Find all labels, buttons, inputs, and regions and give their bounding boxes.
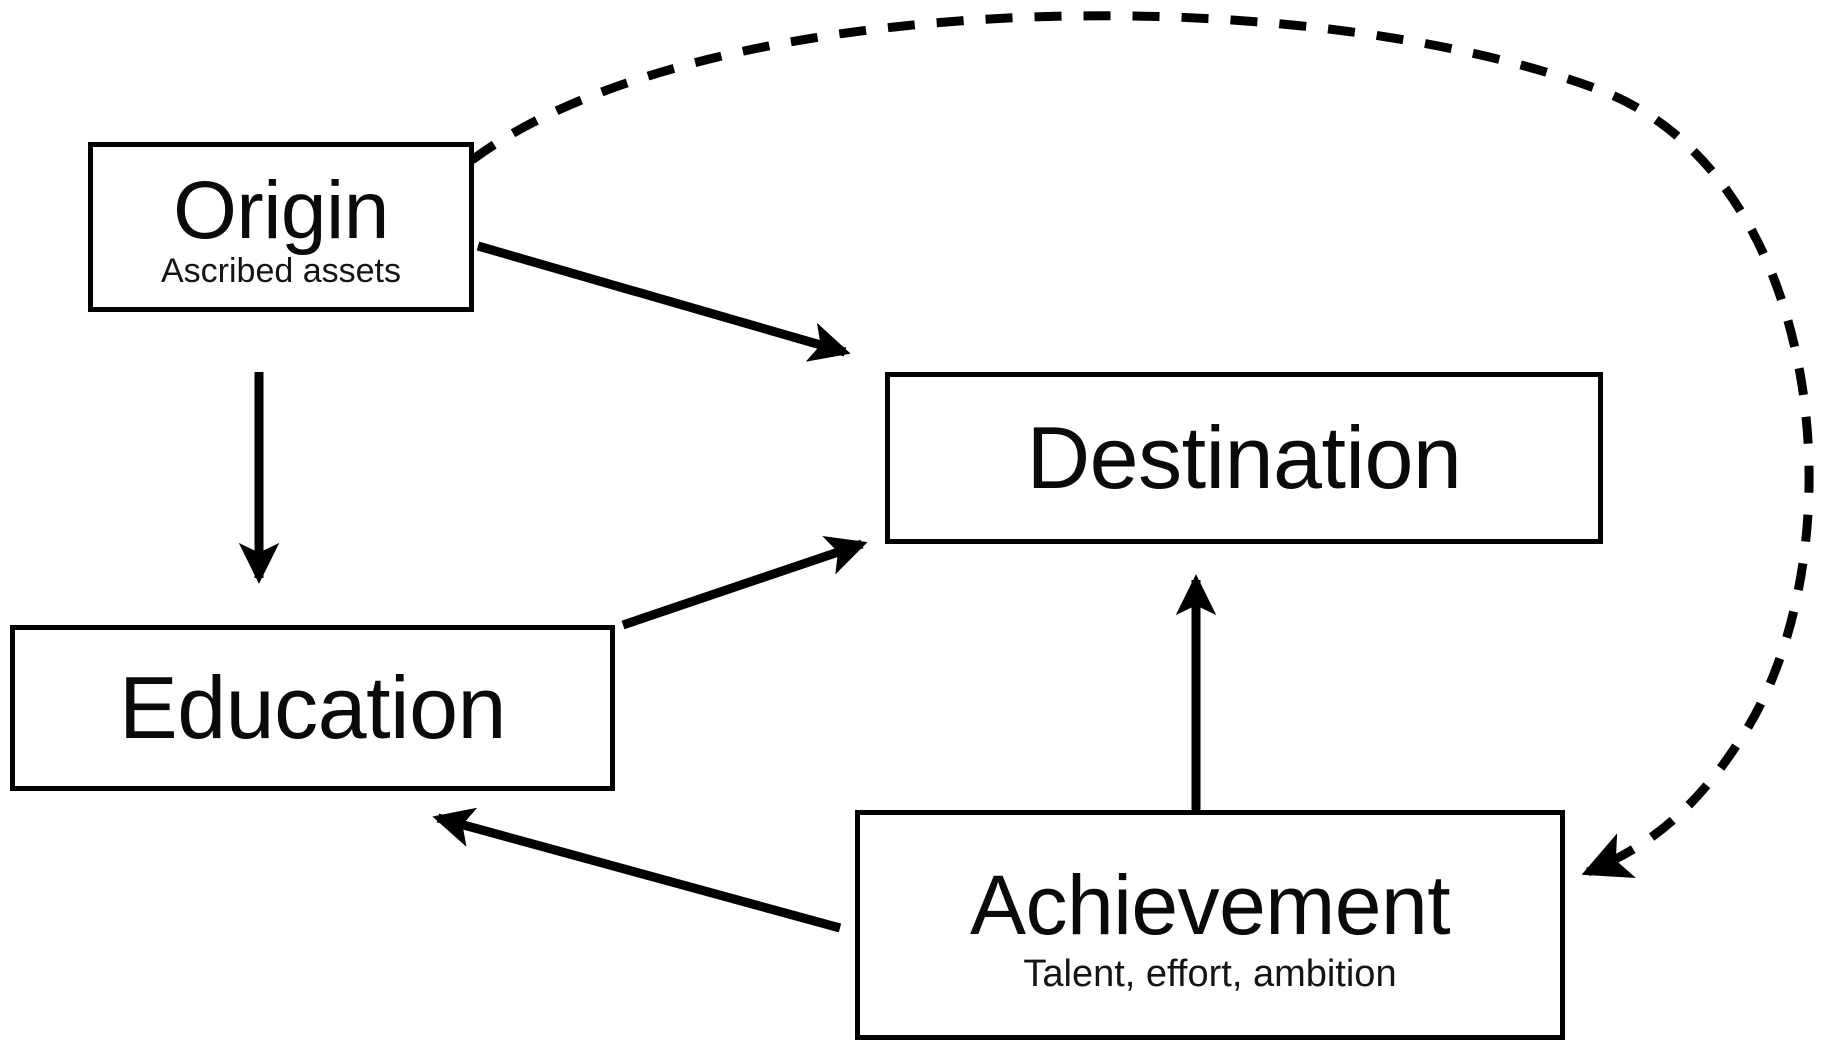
node-origin-title: Origin — [173, 165, 389, 256]
edge-achievement-to-education — [432, 807, 842, 933]
node-achievement[interactable]: Achievement Talent, effort, ambition — [855, 810, 1565, 1040]
edge-education-to-destination — [621, 536, 868, 630]
node-origin[interactable]: Origin Ascribed assets — [88, 142, 474, 312]
node-achievement-title: Achievement — [969, 858, 1451, 952]
node-origin-subtitle: Ascribed assets — [161, 252, 401, 290]
edge-origin-to-destination — [476, 241, 851, 362]
node-education[interactable]: Education — [10, 625, 615, 791]
node-destination[interactable]: Destination — [885, 372, 1603, 544]
node-achievement-subtitle: Talent, effort, ambition — [1023, 953, 1397, 995]
node-destination-title: Destination — [1026, 408, 1462, 507]
node-education-title: Education — [119, 658, 506, 757]
